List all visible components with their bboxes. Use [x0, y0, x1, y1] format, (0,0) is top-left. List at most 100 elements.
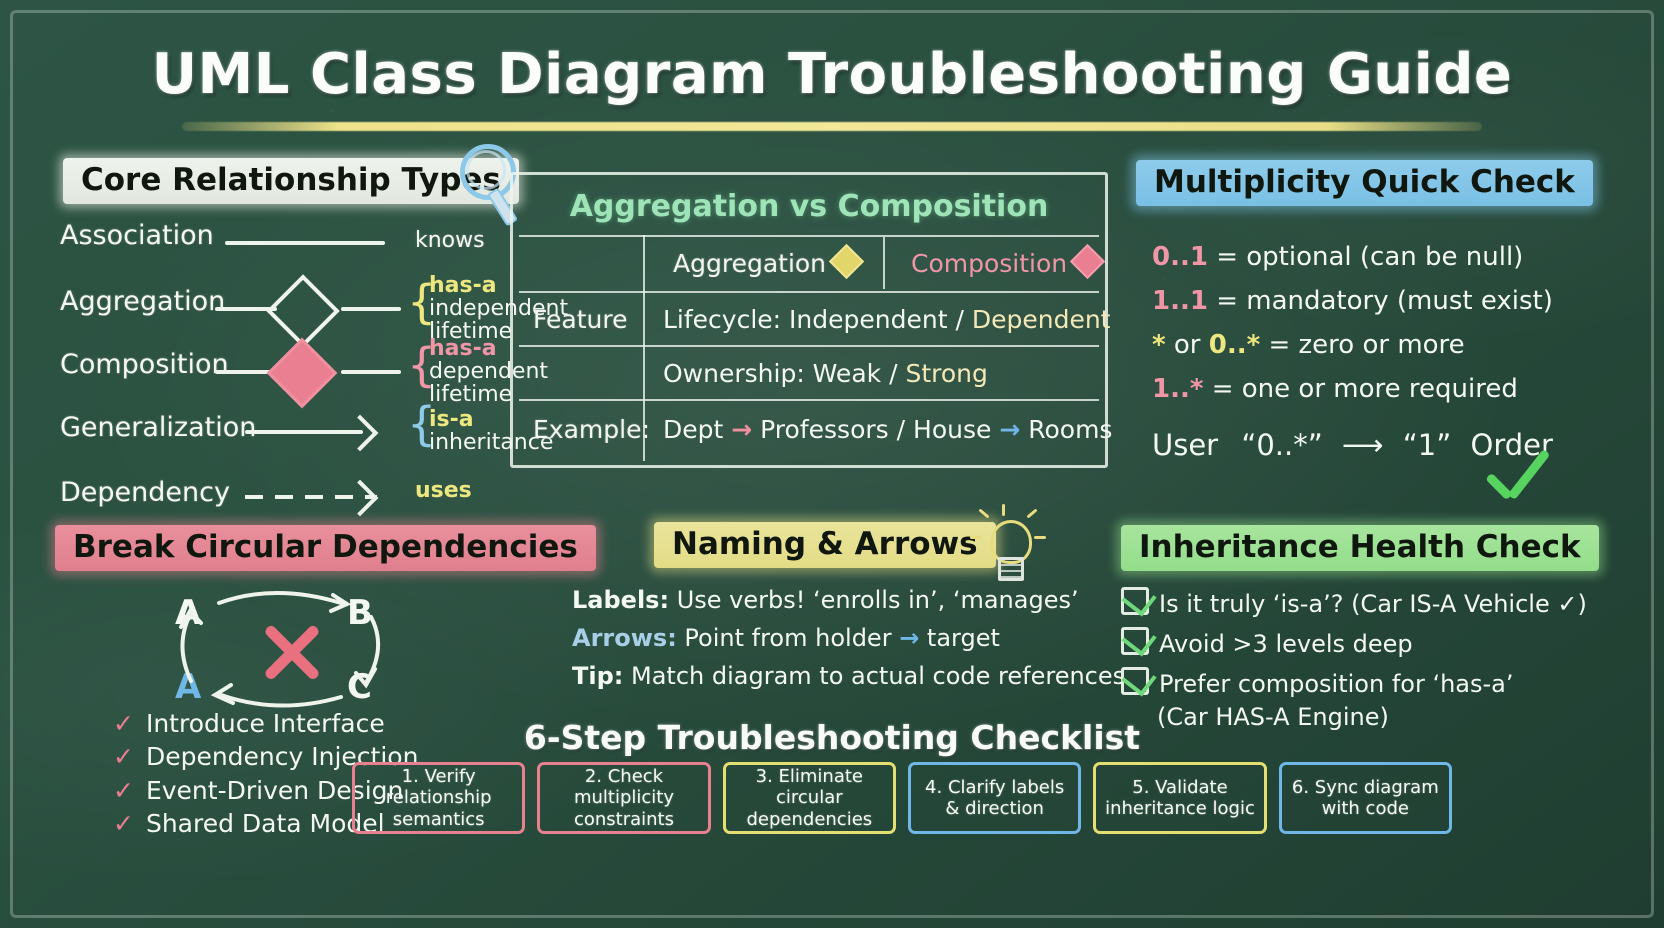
relationship-note: has-a	[429, 273, 497, 298]
relationship-note: has-a	[429, 336, 497, 361]
solid-line-glyph	[215, 220, 405, 266]
naming-heading: Naming & Arrows	[654, 522, 996, 568]
multiplicity-example: User “0..*” ⟶ “1” Order	[1152, 428, 1553, 462]
table-row-label: Feature	[533, 305, 628, 334]
multiplicity-row-2: * or 0..* = zero or more	[1152, 330, 1465, 360]
hollow-arrow-glyph	[235, 408, 425, 454]
check-icon: ✓	[113, 709, 134, 738]
list-item-label: Introduce Interface	[145, 709, 385, 738]
dashed-arrow-glyph	[235, 473, 425, 519]
step-box-2[interactable]: 2. Check multiplicity constraints	[537, 762, 711, 834]
open-diamond-glyph	[215, 274, 405, 348]
list-item-label: Shared Data Model	[145, 808, 385, 838]
step-box-3[interactable]: 3. Eliminate circular dependencies	[722, 762, 896, 834]
separator: /	[955, 305, 964, 334]
example-b-left: House	[913, 415, 992, 444]
checkbox-checked-icon[interactable]	[1121, 587, 1149, 615]
naming-text: Match diagram to actual code references	[623, 662, 1126, 690]
step-label: 1. Verify relationship semantics	[385, 766, 492, 830]
naming-label: Tip:	[572, 662, 624, 690]
naming-label: Arrows:	[572, 624, 677, 652]
multiplicity-desc: = zero or more	[1260, 330, 1465, 360]
table-col-aggregation-label: Aggregation	[673, 249, 827, 278]
green-check-icon	[1480, 448, 1560, 528]
lifecycle-aggregation: Lifecycle: Independent	[663, 305, 948, 334]
inheritance-item-label: (Car HAS-A Engine)	[1157, 703, 1389, 731]
table-col-composition: Composition	[911, 243, 1106, 280]
list-item: ✓Dependency Injection	[113, 740, 418, 773]
relationship-name: Association	[60, 220, 214, 251]
checkbox-checked-icon[interactable]	[1121, 667, 1149, 695]
step-label: 4. Clarify labels & direction	[925, 776, 1065, 819]
list-item-label: Dependency Injection	[145, 742, 419, 772]
list-item: ✓Event-Driven Design	[113, 774, 418, 807]
red-diamond-icon	[1069, 243, 1106, 280]
example-a-left: Dept	[663, 415, 724, 444]
relationship-note-group: is-a inheritance	[429, 408, 553, 454]
inheritance-item-label: Prefer composition for ‘has-a’	[1159, 670, 1514, 698]
step-label: 5. Validate inheritance logic	[1105, 776, 1255, 819]
multiplicity-key: *	[1152, 330, 1166, 360]
multiplicity-key: 1..*	[1152, 374, 1204, 404]
step-label: 6. Sync diagram with code	[1291, 776, 1439, 819]
naming-line-tip: Tip: Match diagram to actual code refere…	[572, 662, 1125, 690]
table-col-aggregation: Aggregation	[673, 243, 865, 280]
multiplicity-desc: = one or more required	[1203, 374, 1518, 404]
lightbulb-icon	[968, 502, 1048, 588]
relationship-name: Aggregation	[60, 286, 226, 317]
step-box-4[interactable]: 4. Clarify labels & direction	[907, 762, 1082, 834]
step-box-6[interactable]: 6. Sync diagram with code	[1278, 762, 1452, 834]
relationship-name: Dependency	[60, 477, 230, 508]
circular-heading: Break Circular Dependencies	[55, 525, 596, 571]
blue-arrow-icon: →	[899, 624, 920, 652]
naming-label: Labels:	[572, 586, 670, 614]
table-row-label: Example:	[533, 415, 650, 444]
circular-dependency-diagram: A B A C	[175, 585, 395, 708]
naming-line-labels: Labels: Use verbs! ‘enrolls in’, ‘manage…	[572, 586, 1079, 614]
multiplicity-desc: = mandatory (must exist)	[1207, 286, 1553, 316]
yellow-diamond-icon	[828, 243, 865, 280]
multiplicity-key-2: 0..*	[1208, 330, 1261, 360]
naming-text-before: Point from holder	[676, 624, 900, 652]
relationship-name: Generalization	[60, 412, 257, 443]
relationship-note: knows	[415, 228, 485, 253]
core-heading: Core Relationship Types	[63, 158, 519, 204]
multiplicity-key: 1..1	[1152, 286, 1208, 316]
example-source-multiplicity: “0..*”	[1241, 428, 1323, 462]
ownership-aggregation: Ownership: Weak	[663, 359, 882, 388]
example-target-multiplicity: “1”	[1402, 428, 1452, 462]
step-box-5[interactable]: 5. Validate inheritance logic	[1093, 762, 1267, 834]
multiplicity-mid: or	[1165, 330, 1209, 360]
example-a-right: Professors	[760, 415, 889, 444]
steps-title: 6-Step Troubleshooting Checklist	[523, 718, 1141, 757]
naming-line-arrows: Arrows: Point from holder → target	[572, 624, 1000, 652]
relationship-note-2: inheritance	[429, 430, 554, 456]
steps-row: 1. Verify relationship semantics 2. Chec…	[352, 762, 1452, 834]
step-label: 2. Check multiplicity constraints	[573, 766, 675, 830]
cycle-node-b: B	[347, 593, 373, 633]
naming-text-after: target	[919, 624, 1000, 652]
example-left-class: User	[1152, 428, 1219, 462]
checkbox-checked-icon[interactable]	[1121, 627, 1149, 655]
brace-icon: {	[407, 397, 437, 451]
blue-arrow-icon: →	[999, 415, 1021, 444]
circular-fix-list: ✓Introduce Interface ✓Dependency Injecti…	[113, 707, 418, 840]
step-label: 3. Eliminate circular dependencies	[746, 766, 873, 830]
relationship-note-group: has-a independent lifetime	[429, 274, 568, 343]
inheritance-item-3: (Car HAS-A Engine)	[1157, 703, 1389, 731]
relationship-note-2: independent	[429, 296, 569, 322]
brace-icon: {	[407, 338, 437, 392]
step-box-1[interactable]: 1. Verify relationship semantics	[352, 762, 526, 834]
relationship-name: Composition	[60, 349, 229, 380]
title-underline	[182, 122, 1482, 131]
table-title: Aggregation vs Composition	[569, 189, 1049, 224]
table-row-feature-lifecycle: Lifecycle: Independent / Dependent	[663, 305, 1110, 334]
list-item-label: Event-Driven Design	[145, 775, 404, 805]
relationship-note: is-a	[429, 407, 474, 432]
check-icon: ✓	[113, 808, 134, 838]
multiplicity-row-1: 1..1 = mandatory (must exist)	[1152, 286, 1553, 316]
page-title: UML Class Diagram Troubleshooting Guide	[151, 42, 1513, 107]
inheritance-item-label: Is it truly ‘is-a’? (Car IS-A Vehicle ✓)	[1159, 590, 1587, 618]
multiplicity-row-3: 1..* = one or more required	[1152, 374, 1518, 404]
